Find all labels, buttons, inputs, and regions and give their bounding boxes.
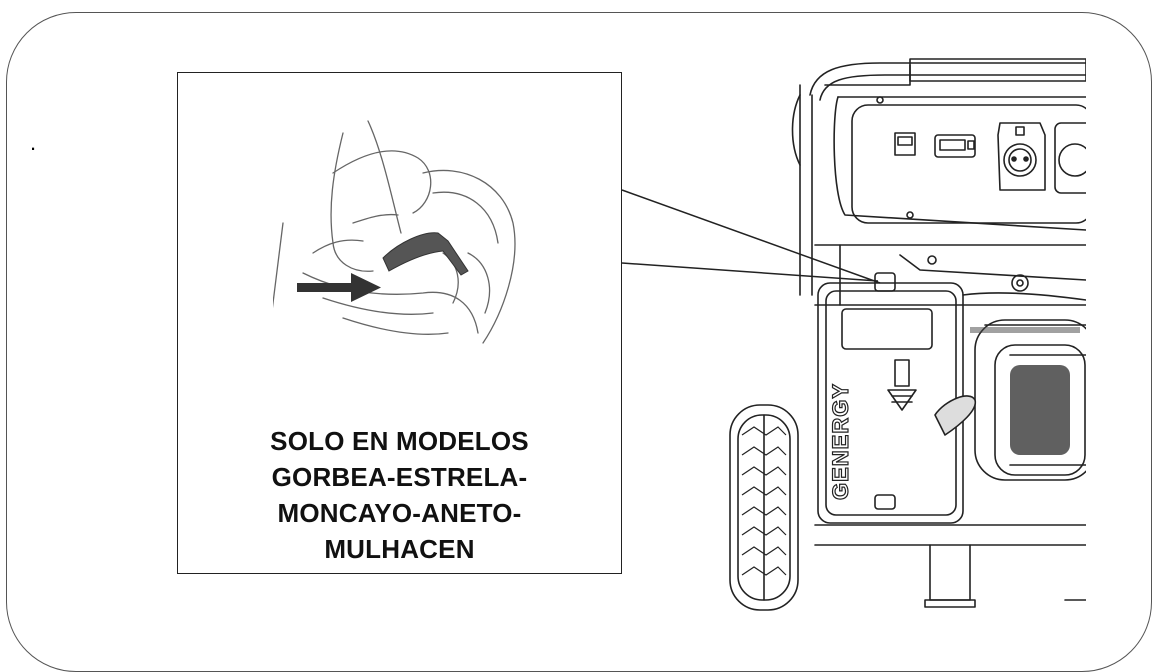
- genergy-logo: GENERGY: [828, 383, 853, 500]
- caption-line-4: MULHACEN: [324, 534, 475, 564]
- caption-line-2: GORBEA-ESTRELA-: [271, 462, 528, 492]
- detail-inset: SOLO EN MODELOS GORBEA-ESTRELA- MONCAYO-…: [177, 72, 622, 574]
- bullet-mark: .: [30, 130, 37, 155]
- generator-illustration: GENERGY: [729, 58, 1086, 611]
- caption-line-3: MONCAYO-ANETO-: [277, 498, 522, 528]
- caption-line-1: SOLO EN MODELOS: [270, 426, 529, 456]
- hand-lever-sketch: [273, 120, 516, 344]
- right-arrow-icon: [297, 273, 381, 302]
- generator-drawing: GENERGY: [720, 55, 1086, 615]
- model-caption: SOLO EN MODELOS GORBEA-ESTRELA- MONCAYO-…: [178, 423, 621, 567]
- choke-lever: [382, 232, 469, 276]
